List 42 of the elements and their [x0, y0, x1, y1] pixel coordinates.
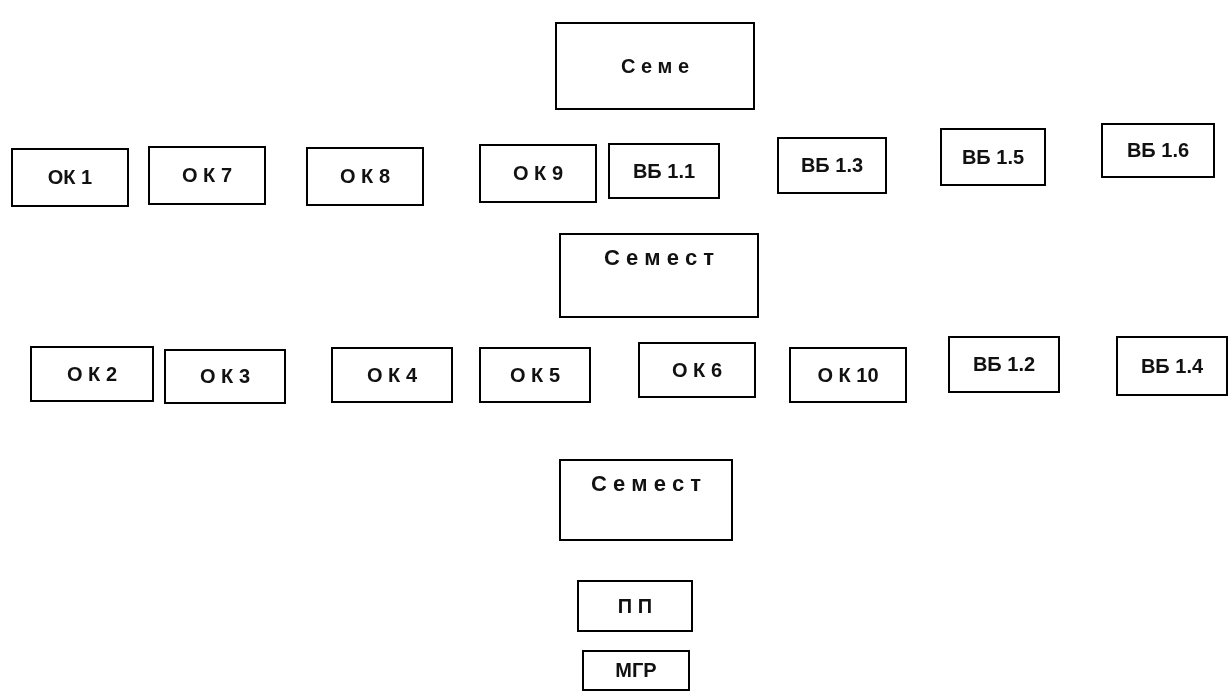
process-box	[608, 143, 720, 199]
process-box	[331, 347, 453, 403]
process-box	[164, 349, 286, 404]
process-box	[555, 22, 755, 110]
box-label: С е м е с т	[603, 245, 715, 271]
box-label: ОК 1	[47, 166, 93, 189]
process-box	[559, 459, 733, 541]
process-box	[940, 128, 1046, 186]
box-label: О К 2	[67, 362, 117, 386]
process-box	[777, 137, 887, 194]
box-label: ВБ 1.3	[800, 154, 864, 177]
process-box	[559, 233, 759, 318]
box-label: О К 6	[672, 358, 722, 382]
box-label: О К 3	[200, 365, 250, 388]
process-box	[948, 336, 1060, 393]
process-box	[638, 342, 756, 398]
box-label: О К 4	[367, 363, 417, 387]
box-label: ВБ 1.2	[972, 353, 1036, 376]
box-label: ВБ 1.4	[1140, 354, 1204, 378]
process-box	[11, 148, 129, 207]
box-label: ВБ 1.1	[632, 159, 696, 183]
process-box	[582, 650, 690, 691]
box-label: О К 10	[817, 363, 879, 387]
box-label: ВБ 1.5	[961, 145, 1025, 169]
process-box	[1101, 123, 1215, 178]
box-label: С е м е	[620, 54, 690, 78]
box-label: О К 9	[513, 162, 563, 185]
process-box	[148, 146, 266, 205]
box-label: С е м е с т	[590, 471, 702, 497]
box-label: П П	[617, 594, 653, 618]
process-box	[789, 347, 907, 403]
process-box	[306, 147, 424, 206]
box-label: О К 7	[182, 164, 232, 187]
process-box	[577, 580, 693, 632]
process-box	[30, 346, 154, 402]
process-box	[479, 347, 591, 403]
box-label: МГР	[615, 659, 657, 682]
process-box	[1116, 336, 1228, 396]
process-box	[479, 144, 597, 203]
box-label: О К 8	[340, 165, 390, 188]
box-label: ВБ 1.6	[1126, 139, 1190, 162]
box-label: О К 5	[510, 363, 560, 387]
